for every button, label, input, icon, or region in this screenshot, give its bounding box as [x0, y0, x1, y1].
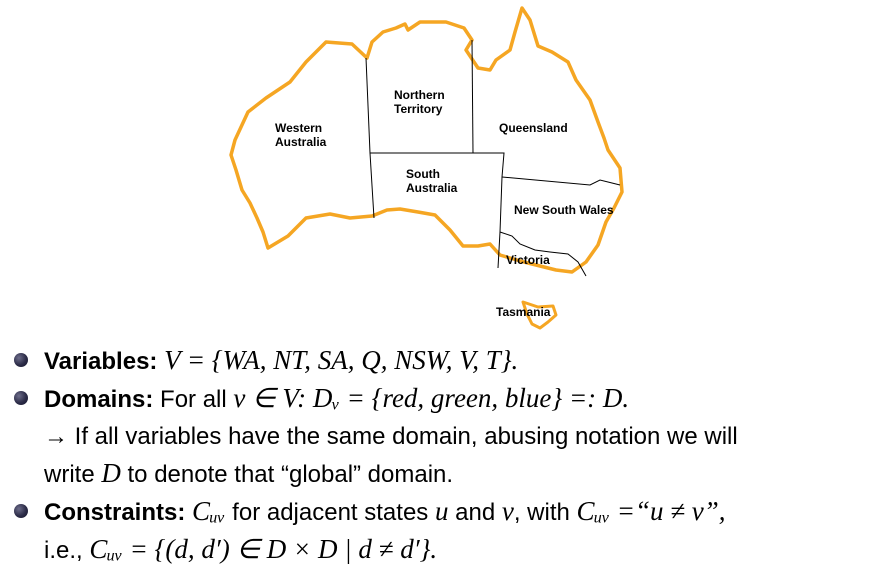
constraint-set: Cᵤᵥ = {(d, d′) ∈ D × D | d ≠ d′}.: [89, 534, 438, 564]
note-rest: to denote that “global” domain.: [127, 461, 454, 488]
nt-q-border: [471, 39, 474, 154]
term-constraints: Constraints:: [44, 499, 186, 526]
note-math-d: D: [101, 458, 121, 488]
q-sa-border: [473, 152, 505, 178]
constraint-v: v: [501, 496, 514, 526]
australia-map: Western Australia Northern Territory Que…: [229, 6, 624, 330]
constraint-text2: and: [455, 499, 496, 526]
nsw-v-border: [499, 231, 587, 277]
domain-note-line2: write D to denote that “global” domain.: [14, 455, 864, 493]
bullet-dot: [14, 353, 28, 367]
bullet-dot: [14, 504, 28, 518]
label-tasmania: Tasmania: [496, 305, 551, 319]
variables-set: V = {WA, NT, SA, Q, NSW, V, T}.: [164, 345, 519, 375]
domain-note-line1: → If all variables have the same domain,…: [44, 423, 738, 450]
csp-definition-list: Variables: V = {WA, NT, SA, Q, NSW, V, T…: [14, 342, 864, 569]
tasmania-outline: [521, 300, 558, 330]
wa-border: [365, 57, 375, 219]
bullet-constraints: Constraints: Cᵤᵥ for adjacent states u a…: [14, 493, 864, 531]
label-queensland: Queensland: [499, 121, 568, 135]
bullet-dot: [14, 391, 28, 405]
label-western-australia: Western Australia: [275, 121, 327, 149]
label-victoria: Victoria: [506, 253, 550, 267]
q-nsw-border: [501, 176, 621, 186]
term-domains: Domains:: [44, 386, 154, 413]
constraint-u: u: [434, 496, 449, 526]
label-northern-territory: Northern Territory: [394, 88, 448, 116]
term-variables: Variables:: [44, 348, 158, 375]
bullet-variables: Variables: V = {WA, NT, SA, Q, NSW, V, T…: [14, 342, 864, 380]
domains-text: For all: [160, 386, 227, 413]
note-write: write: [44, 461, 95, 488]
constraint-line2: i.e., Cᵤᵥ = {(d, d′) ∈ D × D | d ≠ d′}.: [14, 531, 864, 569]
constraint-def: Cᵤᵥ =“u ≠ v”,: [576, 496, 726, 526]
constraint-text1: for adjacent states: [232, 499, 429, 526]
constraint-cuv: Cᵤᵥ: [192, 496, 226, 526]
label-new-south-wales: New South Wales: [514, 203, 614, 217]
domains-math: v ∈ V: Dᵥ = {red, green, blue} =: D.: [233, 383, 630, 413]
constraint-text3: , with: [513, 499, 570, 526]
mainland-outline: [229, 6, 624, 274]
constraint-ie: i.e.,: [44, 537, 83, 564]
bullet-domains: Domains: For all v ∈ V: Dᵥ = {red, green…: [14, 380, 864, 418]
label-south-australia: South Australia: [406, 167, 458, 195]
